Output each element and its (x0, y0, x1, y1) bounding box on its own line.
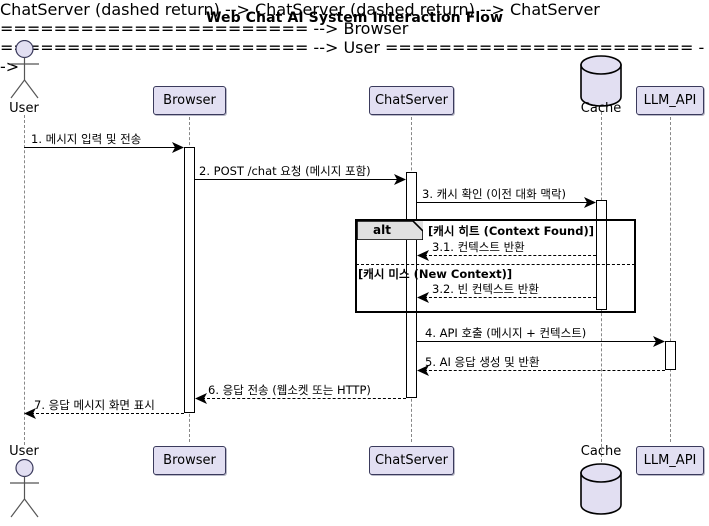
message-3-2-label: 3.2. 빈 컨텍스트 반환 (432, 282, 539, 296)
actor-user-top[interactable] (3, 40, 47, 102)
alt-fragment-operator: alt (373, 223, 391, 237)
database-cache-top-label: Cache (580, 101, 622, 116)
message-3-arrowhead (584, 197, 596, 208)
actor-user-bottom-label: User (9, 444, 39, 459)
participant-llm_api-top[interactable]: LLM_API (636, 86, 704, 115)
database-cache-top[interactable] (578, 55, 624, 107)
message-3-2-line (424, 297, 596, 298)
actor-user-bottom[interactable] (3, 459, 47, 521)
message-3-1-line (424, 255, 596, 256)
message-3-1-arrowhead (417, 250, 429, 261)
alt-guard-2: [캐시 미스 (New Context)] (358, 267, 513, 281)
database-cache-bottom-label: Cache (580, 444, 622, 459)
message-3-line (417, 202, 590, 203)
activation-browser (184, 147, 195, 413)
message-6-arrowhead (195, 393, 207, 404)
activation-llm_api (665, 341, 676, 370)
diagram-title: Web Chat AI System Interaction Flow (205, 10, 504, 26)
message-2-label: 2. POST /chat 요청 (메시지 포함) (199, 164, 371, 178)
message-7-line (31, 413, 184, 414)
message-1-arrowhead (172, 142, 184, 153)
message-6-line (202, 398, 406, 399)
activation-chatserver (406, 172, 417, 398)
message-4-line (417, 341, 659, 342)
alt-else-divider (356, 264, 635, 265)
participant-browser-top[interactable]: Browser (153, 86, 226, 115)
message-3-1-label: 3.1. 컨텍스트 반환 (432, 240, 525, 254)
activation-cache (596, 200, 607, 310)
database-cache-bottom[interactable] (578, 463, 624, 515)
actor-user-top-label: User (9, 101, 39, 116)
message-2-line (195, 179, 400, 180)
message-7-arrowhead (24, 408, 36, 419)
message-4-arrowhead (653, 336, 665, 347)
participant-chatserver-bottom[interactable]: ChatServer (369, 446, 454, 475)
participant-browser-bottom[interactable]: Browser (153, 446, 226, 475)
message-7-label: 7. 응답 메시지 화면 표시 (34, 398, 155, 412)
message-6-label: 6. 응답 전송 (웹소켓 또는 HTTP) (208, 383, 371, 397)
message-1-line (24, 147, 178, 148)
message-3-label: 3. 캐시 확인 (이전 대화 맥락) (422, 187, 567, 201)
message-1-label: 1. 메시지 입력 및 전송 (31, 132, 142, 146)
message-4-label: 4. API 호출 (메시지 + 컨텍스트) (425, 326, 587, 340)
alt-fragment (355, 219, 636, 313)
message-5-label: 5. AI 응답 생성 및 반환 (425, 355, 540, 369)
alt-fragment-tab (357, 221, 423, 240)
lifeline-llm_api (670, 117, 671, 442)
message-5-line (424, 370, 665, 371)
message-2-arrowhead (394, 174, 406, 185)
participant-chatserver-top[interactable]: ChatServer (369, 86, 454, 115)
alt-guard-1: [캐시 히트 (Context Found)] (428, 224, 594, 238)
lifeline-user (24, 115, 25, 445)
message-3-2-arrowhead (417, 292, 429, 303)
participant-llm_api-bottom[interactable]: LLM_API (636, 446, 704, 475)
message-5-arrowhead (417, 365, 429, 376)
